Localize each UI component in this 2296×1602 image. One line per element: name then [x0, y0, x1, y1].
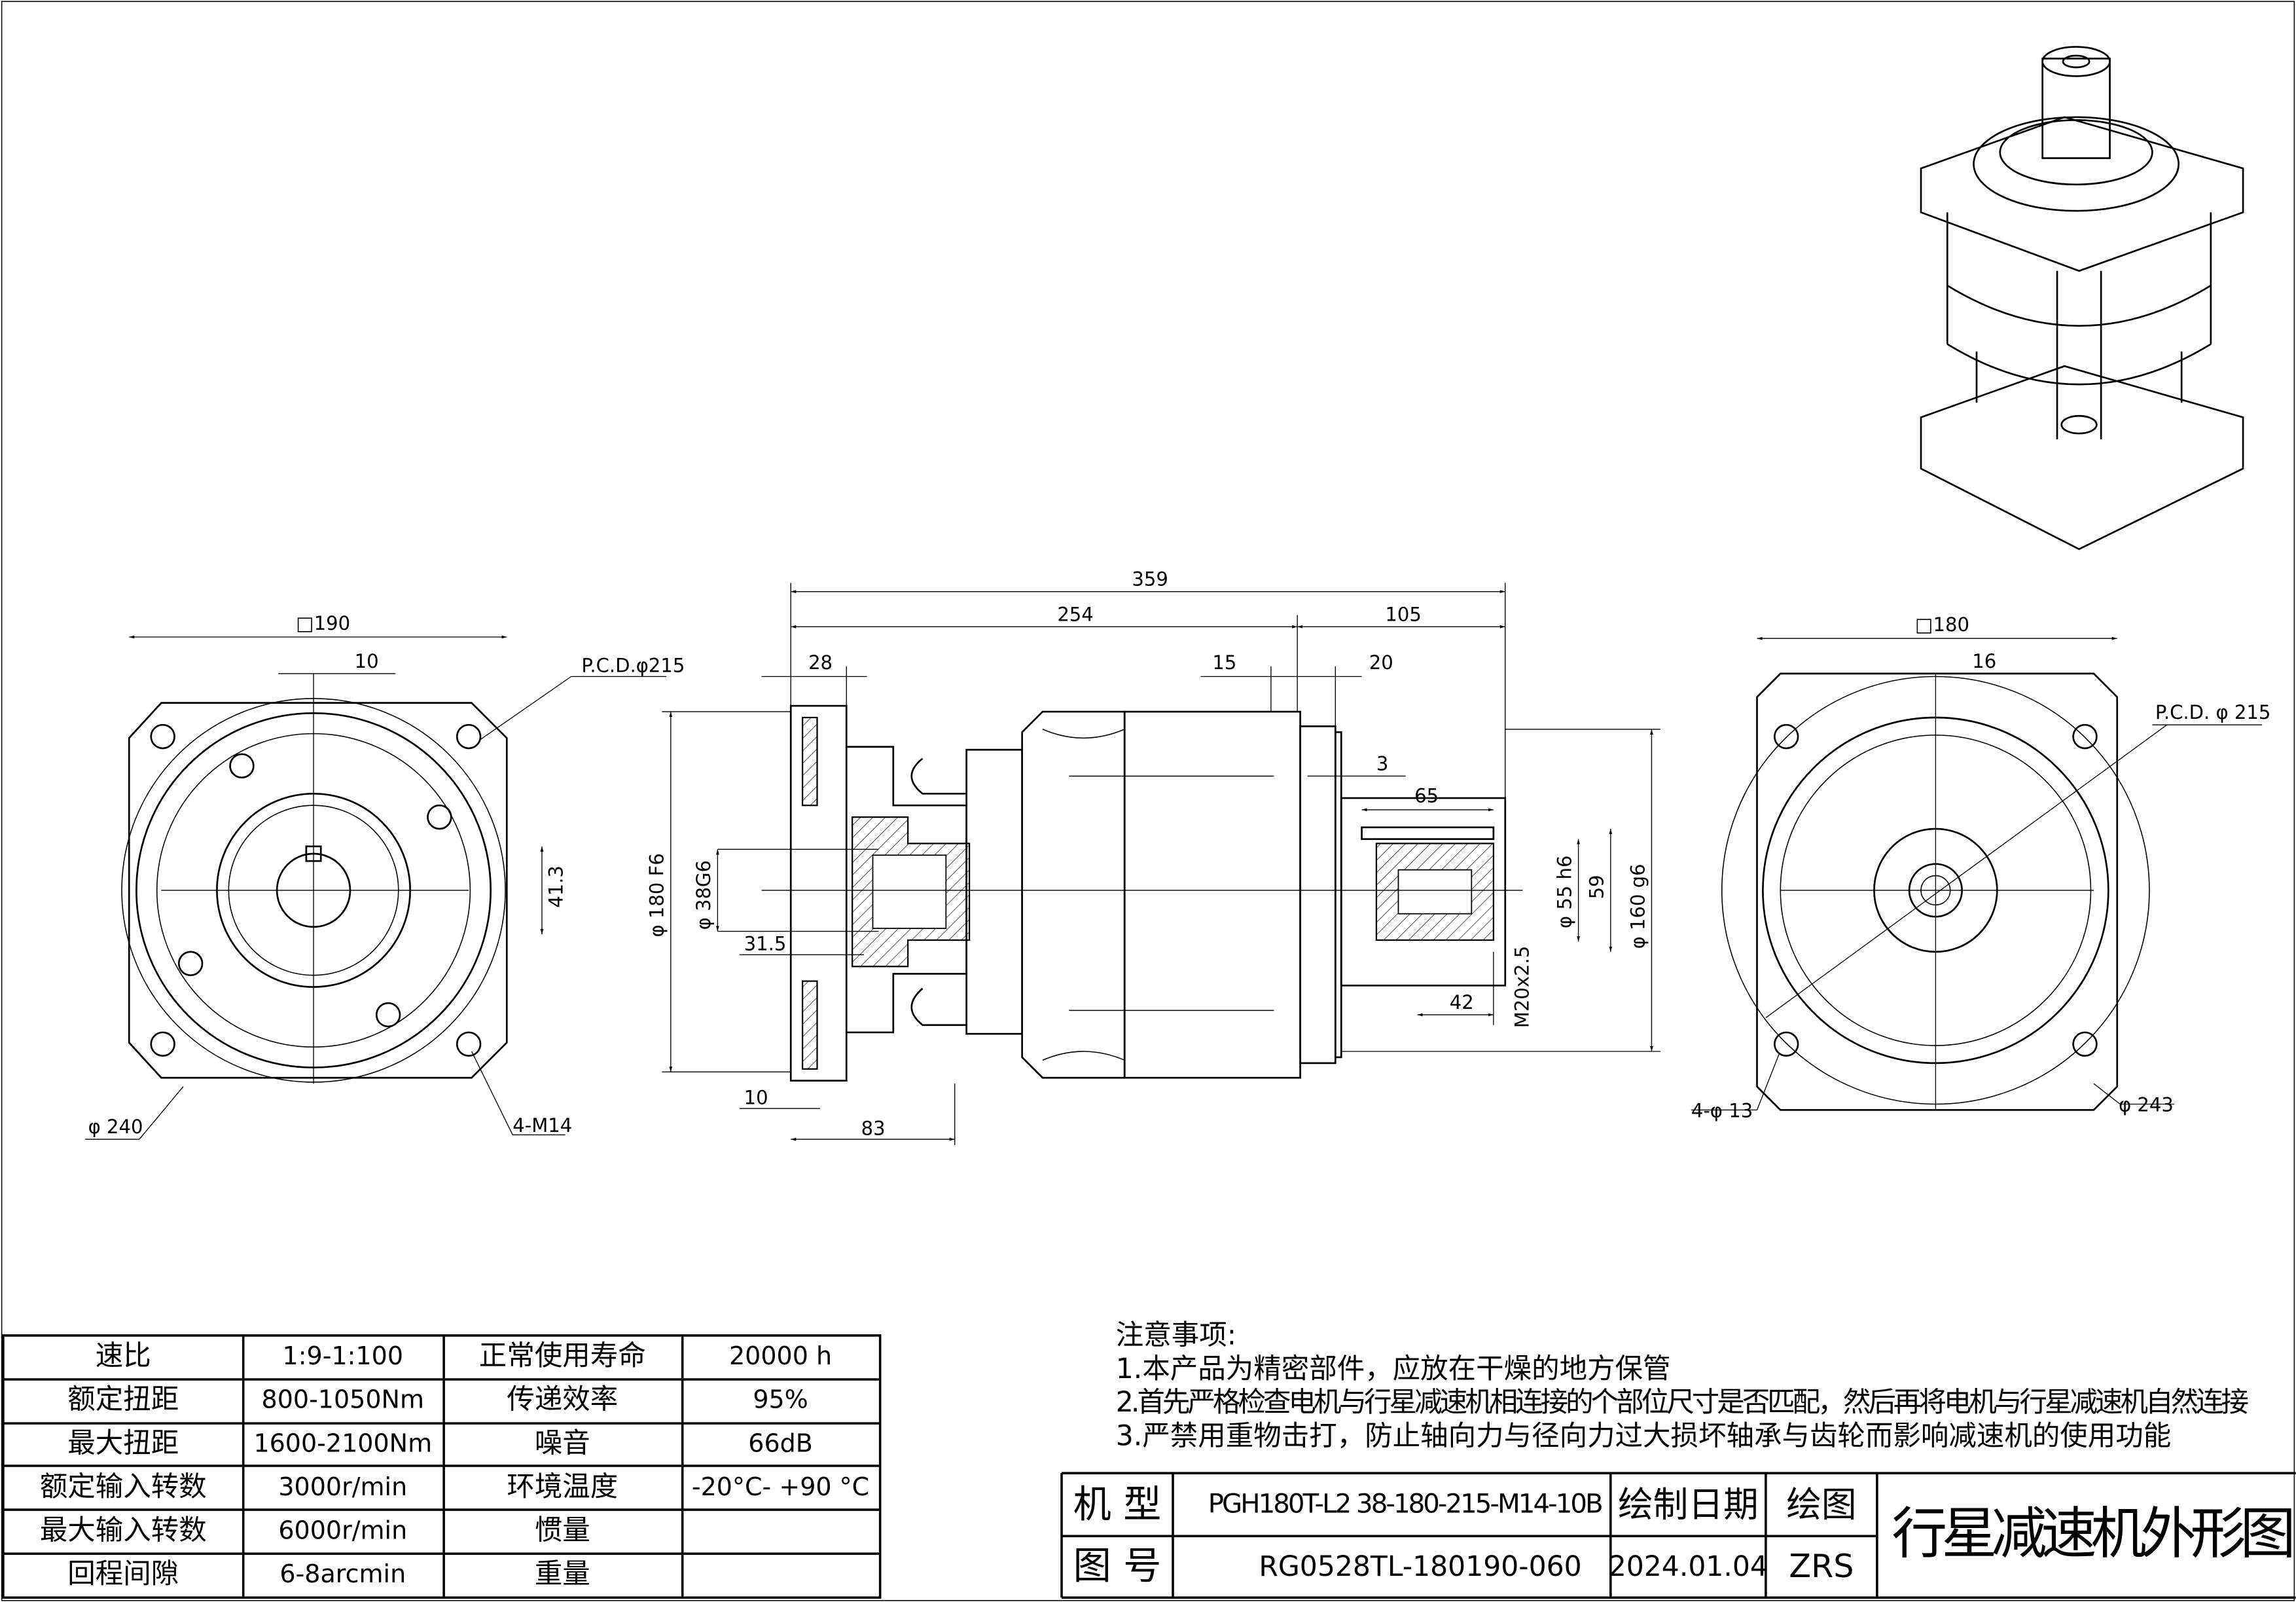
dim-outer-243: φ 243 [2119, 1094, 2174, 1116]
dim-65: 65 [1414, 785, 1439, 807]
number-value: RG0528TL-180190-060 [1259, 1551, 1581, 1583]
notes: 注意事项: 1.本产品为精密部件，应放在干燥的地方保管 2.首先严格检查电机与行… [1116, 1319, 2249, 1452]
spec-value: 1600-2100Nm [253, 1429, 432, 1457]
dim-outer-240: φ 240 [88, 1116, 143, 1138]
dim-shaft-dia: φ 55 h6 [1553, 856, 1575, 929]
date-label: 绘制日期 [1618, 1484, 1759, 1525]
spec-label: 正常使用寿命 [479, 1340, 646, 1372]
spec-table: 速比 1:9-1:100 正常使用寿命 20000 h 额定扭距 800-1050Nm 传递… [2, 1334, 882, 1599]
spec-label: 速比 [96, 1340, 151, 1372]
dim-105: 105 [1385, 603, 1421, 625]
dim-bore: φ 38G6 [692, 860, 715, 930]
dim-key-16: 16 [1972, 650, 1996, 672]
spec-value: 6-8arcmin [279, 1559, 406, 1588]
spec-label: 额定扭距 [67, 1384, 179, 1416]
dim-59: 59 [1586, 875, 1608, 899]
spec-label: 传递效率 [507, 1384, 618, 1416]
dim-holes-13: 4-φ 13 [1691, 1100, 1753, 1122]
spec-value: 6000r/min [278, 1516, 407, 1545]
dim-spigot-in: φ 180 F6 [646, 853, 668, 937]
rear-view: □180 16 P.C.D. φ 215 4-φ 13 φ 243 [1691, 613, 2271, 1122]
model-label: 机 型 [1073, 1482, 1162, 1527]
spec-label: 额定输入转数 [40, 1471, 207, 1503]
dim-thread: M20x2.5 [1511, 946, 1534, 1028]
dim-42: 42 [1450, 991, 1474, 1013]
dim-3: 3 [1376, 753, 1389, 775]
model-value: PGH180T-L2 38-180-215-M14-10B [1208, 1489, 1604, 1519]
dim-28: 28 [808, 651, 833, 674]
spec-label: 回程间隙 [67, 1558, 179, 1590]
dim-83: 83 [861, 1117, 886, 1139]
dim-shaft-height: 41.3 [545, 865, 567, 908]
drawing-title: 行星减速机外形图 [1892, 1502, 2295, 1567]
spec-label: 环境温度 [507, 1471, 618, 1503]
spec-value: 20000 h [729, 1341, 832, 1370]
dim-square-190: □190 [296, 612, 350, 634]
front-view: □190 10 P.C.D.φ215 41.3 φ 240 4-M14 [85, 612, 685, 1140]
side-view: 359 254 105 28 15 20 3 65 φ 180 F6 φ 38G… [646, 568, 1660, 1146]
spec-value: -20°C- +90 °C [692, 1472, 869, 1501]
drawer-value: ZRS [1789, 1547, 1854, 1585]
spec-label: 惯量 [535, 1515, 590, 1547]
number-label: 图 号 [1073, 1544, 1162, 1588]
dim-spigot-out: φ 160 g6 [1626, 864, 1649, 949]
spec-value: 3000r/min [278, 1472, 407, 1501]
dim-20: 20 [1369, 651, 1393, 674]
spec-value: 800-1050Nm [262, 1385, 424, 1414]
dim-359: 359 [1132, 568, 1168, 591]
dim-31-5: 31.5 [744, 933, 787, 955]
drawer-label: 绘图 [1786, 1484, 1856, 1525]
spec-label: 最大扭距 [67, 1427, 179, 1459]
note-item: 1.本产品为精密部件，应放在干燥的地方保管 [1116, 1353, 1671, 1385]
spec-label: 重量 [535, 1558, 590, 1590]
spec-value: 95% [753, 1385, 808, 1414]
isometric-view [1920, 46, 2244, 551]
spec-value: 1:9-1:100 [283, 1341, 403, 1370]
dim-tap-m14: 4-M14 [512, 1114, 572, 1137]
spec-label: 噪音 [535, 1427, 590, 1459]
date-value: 2024.01.04 [1609, 1551, 1768, 1583]
notes-heading: 注意事项: [1116, 1319, 1236, 1351]
spec-label: 最大输入转数 [40, 1515, 207, 1547]
spec-value: 66dB [748, 1429, 813, 1457]
dim-pcd-215: P.C.D.φ215 [581, 655, 685, 677]
note-item: 2.首先严格检查电机与行星减速机相连接的个部位尺寸是否匹配，然后再将电机与行星减… [1116, 1387, 2249, 1419]
dim-10: 10 [744, 1087, 768, 1109]
dim-square-180: □180 [1915, 613, 1969, 636]
dim-254: 254 [1057, 603, 1093, 625]
dim-pcd-215-rear: P.C.D. φ 215 [2155, 701, 2271, 723]
dim-key-10: 10 [355, 650, 379, 672]
title-block: 机 型 PGH180T-L2 38-180-215-M14-10B 绘制日期 绘… [1060, 1472, 2296, 1599]
dim-15: 15 [1212, 651, 1236, 674]
note-item: 3.严禁用重物击打，防止轴向力与径向力过大损坏轴承与齿轮而影响减速机的使用功能 [1116, 1421, 2171, 1453]
